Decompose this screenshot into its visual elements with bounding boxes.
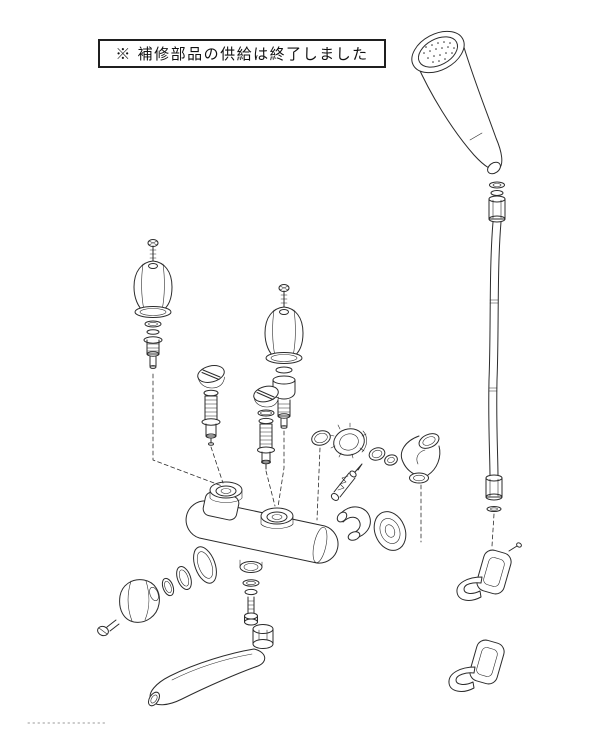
handle-valve-left	[143, 336, 163, 369]
left-cap	[119, 579, 160, 623]
valve-bonnet-center	[272, 375, 296, 429]
check-valve-row	[311, 422, 407, 551]
body-outlet	[239, 561, 263, 573]
notice-box: ※ 補修部品の供給は終了しました	[98, 39, 386, 68]
shower-hose	[485, 221, 503, 512]
handle-left-assembly	[133, 239, 173, 369]
faucet-body	[185, 481, 339, 626]
spout-nut	[252, 624, 274, 649]
shower-hanger-lower	[448, 639, 505, 692]
handle-center-assembly	[264, 284, 304, 429]
left-cap-assembly	[97, 546, 217, 637]
crank-pipe	[336, 506, 371, 541]
left-packing-ring	[176, 566, 192, 590]
shower-head	[411, 30, 506, 223]
spout	[149, 648, 266, 706]
handle-left	[133, 260, 173, 313]
leader-lines	[27, 373, 495, 724]
hose-washer	[486, 506, 502, 512]
shower-hanger-upper	[456, 542, 522, 601]
notice-text: ※ 補修部品の供給は終了しました	[115, 46, 369, 63]
body-outlet-screw	[244, 596, 258, 626]
cap-nut	[329, 422, 367, 459]
o-ring	[311, 430, 331, 446]
left-screw	[97, 619, 120, 637]
wall-flange	[373, 511, 407, 551]
slotted-plug-b	[253, 385, 279, 470]
left-flange-disc	[193, 546, 217, 584]
packing-washer	[368, 447, 386, 461]
handle-center	[264, 306, 304, 359]
check-valve-spindle	[330, 463, 363, 501]
spout-assembly	[147, 624, 274, 707]
slotted-plug-a	[197, 365, 225, 446]
wall-elbow	[400, 433, 441, 484]
